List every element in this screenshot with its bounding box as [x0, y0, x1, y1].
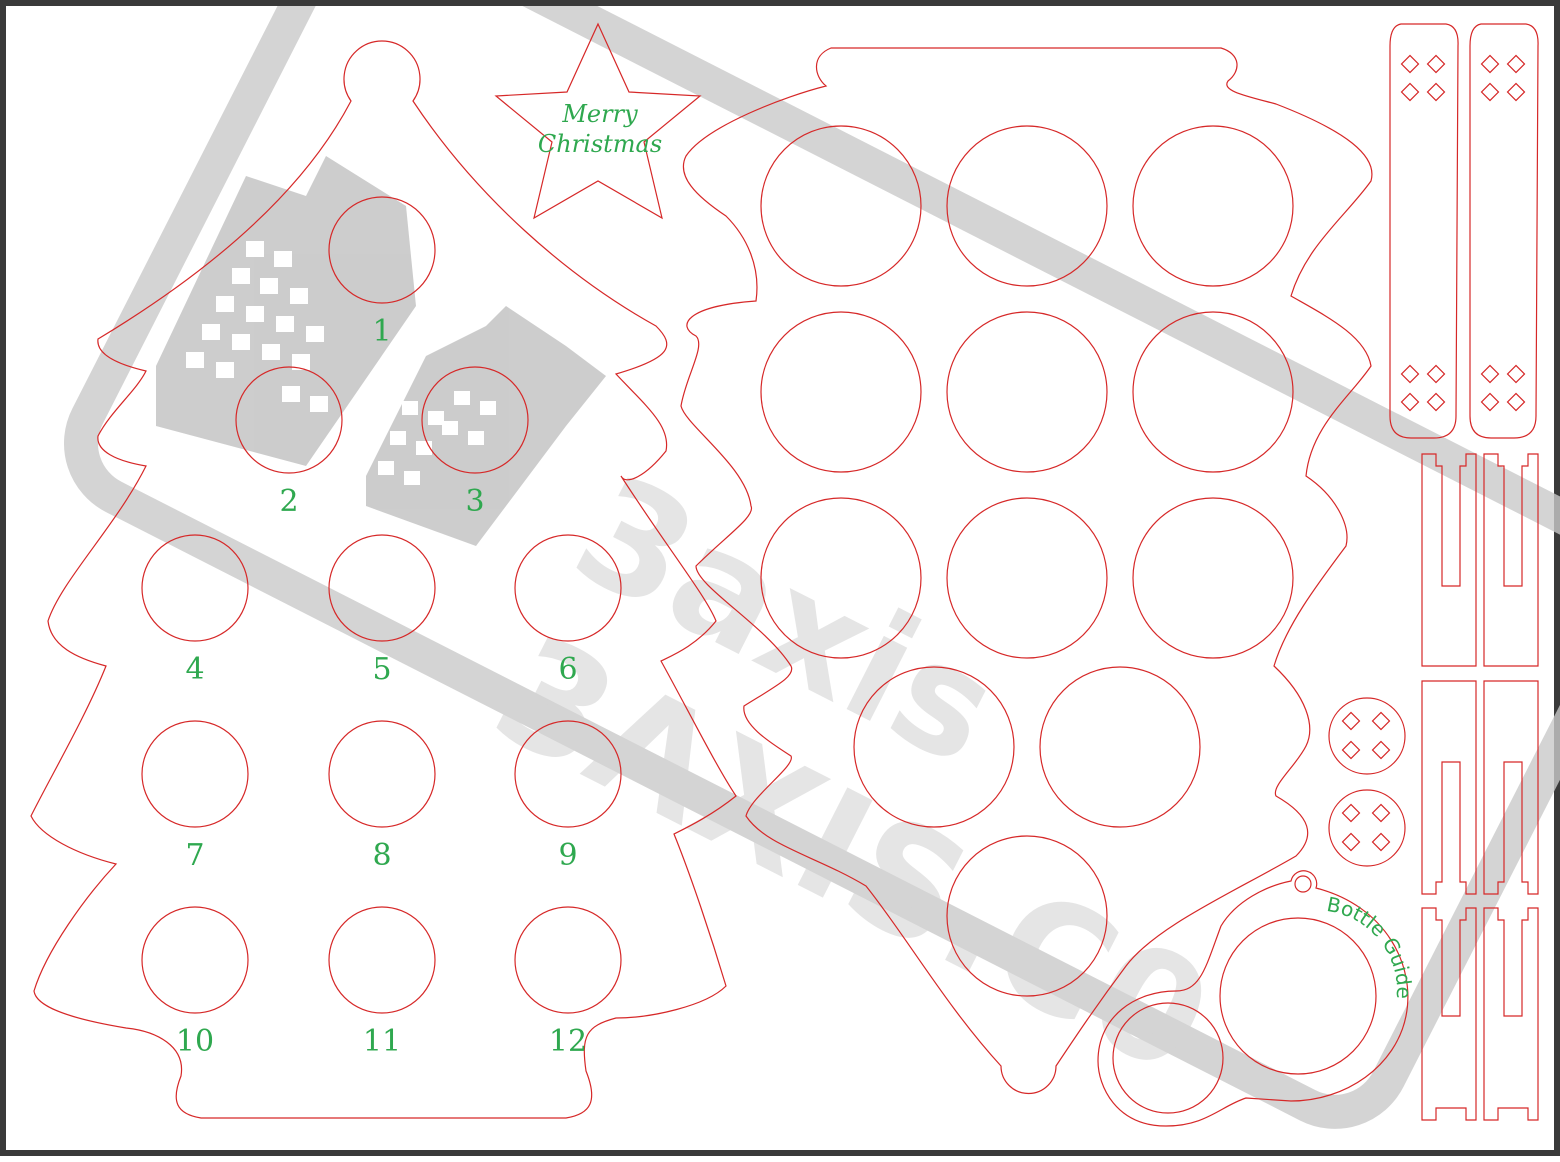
hole-number-2: 2 — [279, 484, 298, 519]
hole-number-1: 1 — [372, 314, 391, 349]
hole-number-12: 12 — [549, 1024, 587, 1059]
shelf-hole — [760, 497, 922, 659]
tree-outline — [30, 40, 737, 1119]
support-bar — [1389, 23, 1459, 439]
shelf-hole — [853, 666, 1015, 828]
tree-hole-numbers: 1 2 3 4 5 6 7 8 9 10 11 12 — [176, 314, 587, 1059]
bottle-guide-hang-hole — [1294, 875, 1312, 893]
tree-holes — [141, 196, 622, 1014]
shelf-hole — [1039, 666, 1201, 828]
spacer — [1483, 453, 1539, 667]
tree-hole-9 — [514, 720, 622, 828]
watermark: 3axis 3AXIS.C0 — [63, 6, 1560, 1129]
shelf-panel — [680, 47, 1373, 1095]
bottle-guide-outline — [1097, 870, 1409, 1127]
star-piece: Merry Christmas — [494, 22, 702, 220]
shelf-hole — [760, 311, 922, 473]
shelf-hole — [1132, 125, 1294, 287]
shelf-hole — [946, 311, 1108, 473]
spacer — [1421, 907, 1477, 1121]
spacer — [1421, 453, 1477, 667]
shelf-hole — [946, 497, 1108, 659]
shelf-hole — [1132, 497, 1294, 659]
bottle-guide-hole — [1219, 917, 1377, 1075]
slotted-spacers — [1421, 453, 1539, 1121]
shelf-hole — [946, 835, 1108, 997]
tree-hole-8 — [328, 720, 436, 828]
tree-hole-6 — [514, 534, 622, 642]
shelf-hole — [760, 125, 922, 287]
tree-hole-3 — [421, 366, 529, 474]
hole-number-4: 4 — [185, 652, 204, 687]
bottle-guide-label: Bottle Guide — [1325, 892, 1416, 999]
hole-number-11: 11 — [363, 1024, 401, 1059]
tree-hole-2 — [235, 366, 343, 474]
hole-number-8: 8 — [372, 838, 391, 873]
bottle-guide-small-hole — [1112, 1002, 1224, 1114]
star-outline — [494, 22, 702, 220]
tree-hole-12 — [514, 906, 622, 1014]
tree-hole-10 — [141, 906, 249, 1014]
hole-number-10: 10 — [176, 1024, 214, 1059]
shelf-hole — [946, 125, 1108, 287]
support-bar — [1469, 23, 1539, 439]
tree-panel: 1 2 3 4 5 6 7 8 9 10 11 12 — [30, 40, 737, 1119]
round-connector — [1328, 697, 1406, 775]
star-text-line-2: Christmas — [538, 130, 662, 158]
hole-number-3: 3 — [465, 484, 484, 519]
tree-hole-1 — [328, 196, 436, 304]
tree-hole-7 — [141, 720, 249, 828]
tree-hole-11 — [328, 906, 436, 1014]
spacer — [1421, 680, 1477, 895]
spacer — [1483, 680, 1539, 895]
shelf-outline — [680, 47, 1373, 1095]
round-connectors — [1328, 697, 1406, 867]
shelf-hole — [1132, 311, 1294, 473]
round-connector — [1328, 789, 1406, 867]
hole-number-7: 7 — [185, 838, 204, 873]
template-drawing: 3axis 3AXIS.C0 1 2 3 4 5 6 7 8 — [30, 6, 1560, 1129]
hole-number-5: 5 — [372, 652, 391, 687]
tree-hole-5 — [328, 534, 436, 642]
hole-number-9: 9 — [558, 838, 577, 873]
support-bars — [1389, 23, 1539, 439]
star-text-line-1: Merry — [561, 100, 638, 128]
shelf-holes — [760, 125, 1294, 997]
hole-number-6: 6 — [558, 652, 577, 687]
tree-hole-4 — [141, 534, 249, 642]
spacer — [1483, 907, 1539, 1121]
